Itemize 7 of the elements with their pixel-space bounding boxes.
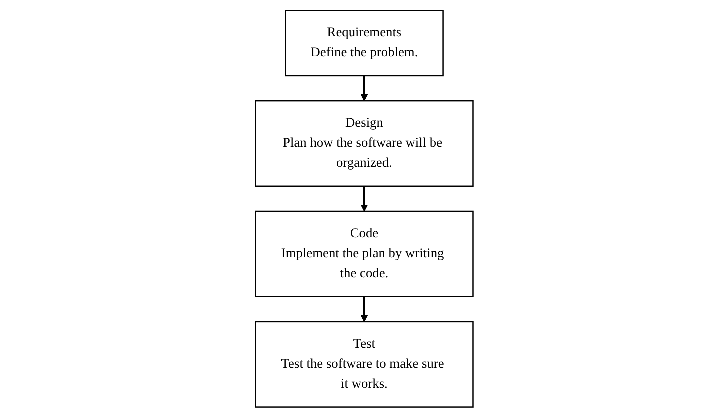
arrow xyxy=(360,186,368,212)
node-box: Requirements Define the problem. xyxy=(284,10,444,76)
node-box: Test Test the software to make sure it works. xyxy=(254,320,474,408)
node-box: Design Plan how the software will be organized. xyxy=(254,100,474,187)
node-box: Code Implement the plan by writing the code. xyxy=(254,210,474,297)
arrow xyxy=(360,296,368,322)
arrow xyxy=(360,75,368,101)
